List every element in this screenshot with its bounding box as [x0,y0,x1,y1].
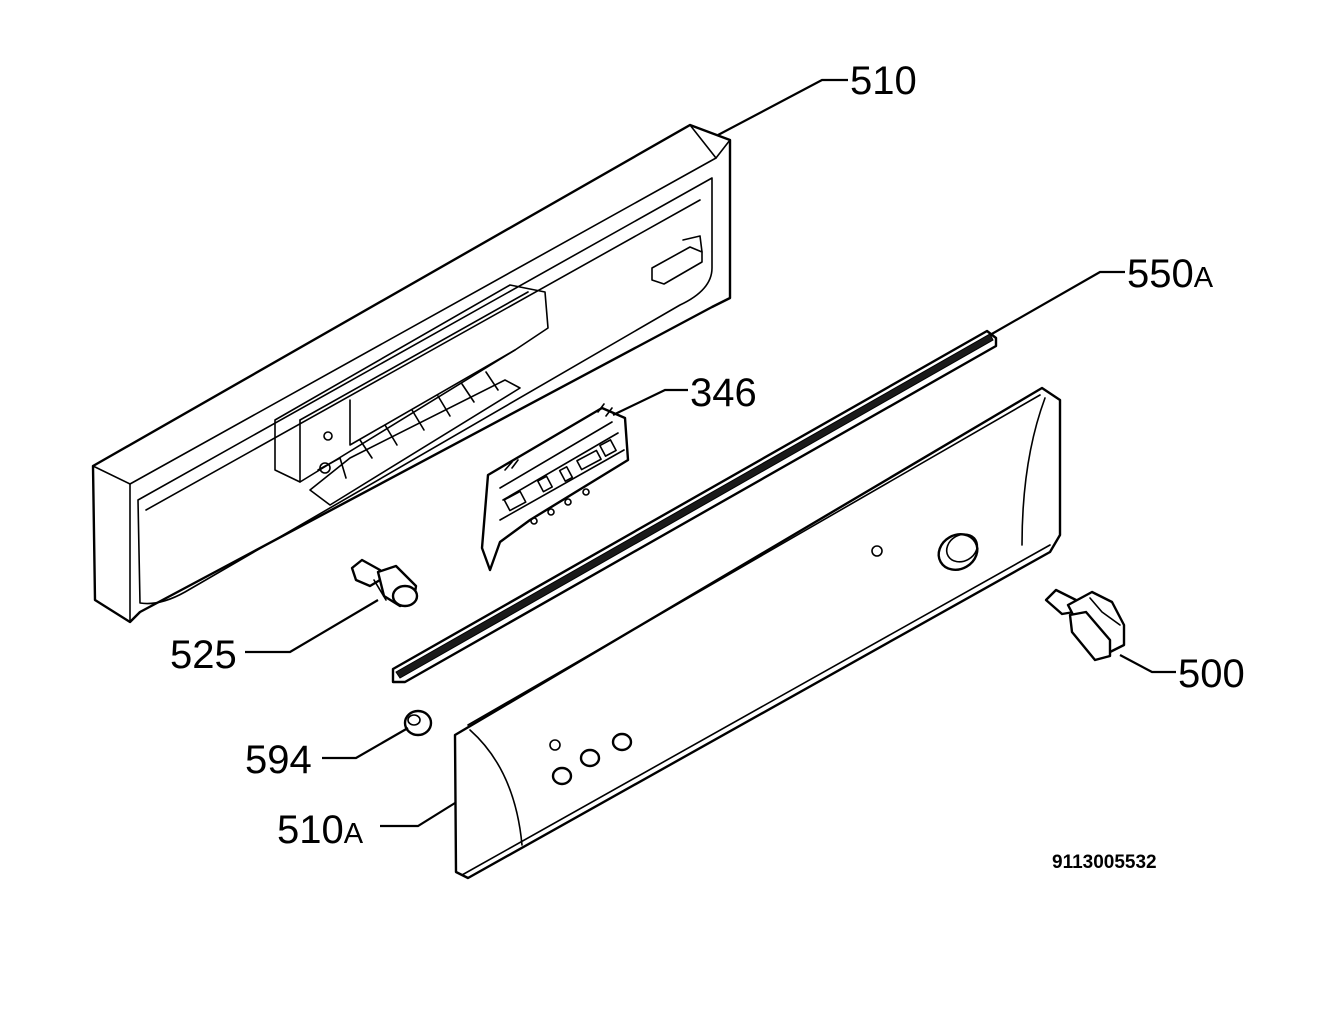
part-510A-front-panel [453,386,1062,880]
label-510: 510 [850,59,917,103]
label-525: 525 [170,633,237,677]
part-525-push-button [350,558,419,608]
label-500: 500 [1178,652,1245,696]
leader-550A [989,270,1125,336]
leader-594 [322,727,409,760]
leader-lines [245,78,1176,828]
label-550A: 550A [1127,252,1214,296]
label-594: 594 [245,738,312,782]
leader-525 [245,599,379,654]
label-510A: 510A [277,808,364,852]
leader-510 [717,78,848,136]
drawing-code: 9113005532 [1052,852,1157,873]
leader-510A [380,802,456,828]
leader-500 [1119,654,1176,674]
part-500-knob [1044,588,1126,662]
part-510-housing [91,123,732,624]
part-550A-seal-strip [391,329,998,684]
part-594-lens [403,709,433,737]
leader-346 [612,388,688,416]
part-346-electronic-module [480,403,630,572]
label-346: 346 [690,371,757,415]
